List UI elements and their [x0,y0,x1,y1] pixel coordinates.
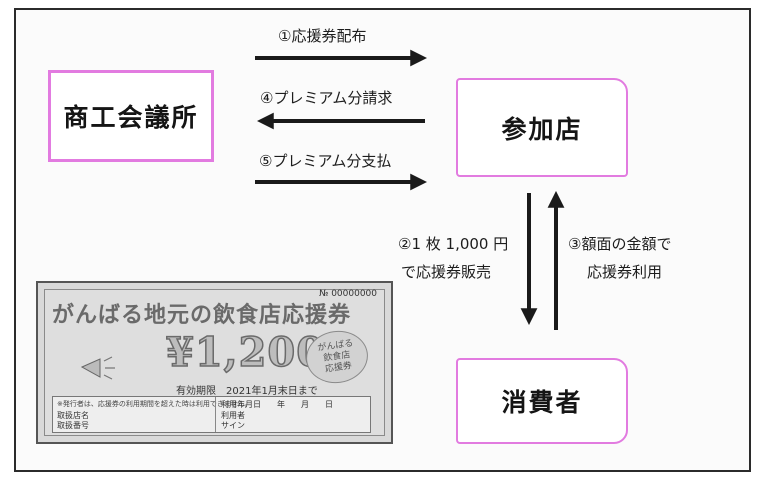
label-use-line1: ③額面の金額で [568,235,672,253]
voucher-ticket-image: № 00000000 がんばる地元の飲食店応援券 ¥1,200 がんばる 飲食店… [36,281,393,444]
node-chamber-of-commerce: 商工会議所 [48,70,214,162]
voucher-title: がんばる地元の飲食店応援券 [52,302,352,328]
label-premium-request: ④プレミアム分請求 [260,89,393,107]
label-use-line2: 応援券利用 [587,263,663,281]
voucher-amount: ¥1,200 [165,328,326,377]
form-left-fields: 取扱店名 取扱番号 [57,411,89,430]
voucher-form: ※発行者は、応援券の利用期間を超えた時は利用できません。 取扱店名 取扱番号 利… [52,396,371,433]
form-note: ※発行者は、応援券の利用期間を超えた時は利用できません。 [57,400,252,408]
voucher-number: № 00000000 [318,289,377,299]
node-consumer: 消費者 [456,358,628,444]
stamp-line-3: 応援券 [324,360,353,375]
label-premium-payment: ⑤プレミアム分支払 [259,152,392,170]
form-date: 利用年月日 年 月 日 [221,400,333,409]
form-right-fields: 利用者 サイン [221,411,245,430]
label-sale-line1: ②1 枚 1,000 円 [398,235,509,253]
node-participating-store: 参加店 [456,78,628,177]
label-sale-line2: で応援券販売 [401,263,492,281]
form-divider [215,397,216,432]
voucher-validity: 有効期限 2021年1月末日まで [176,386,318,397]
label-distribute: ①応援券配布 [278,27,367,45]
megaphone-icon [80,356,115,380]
